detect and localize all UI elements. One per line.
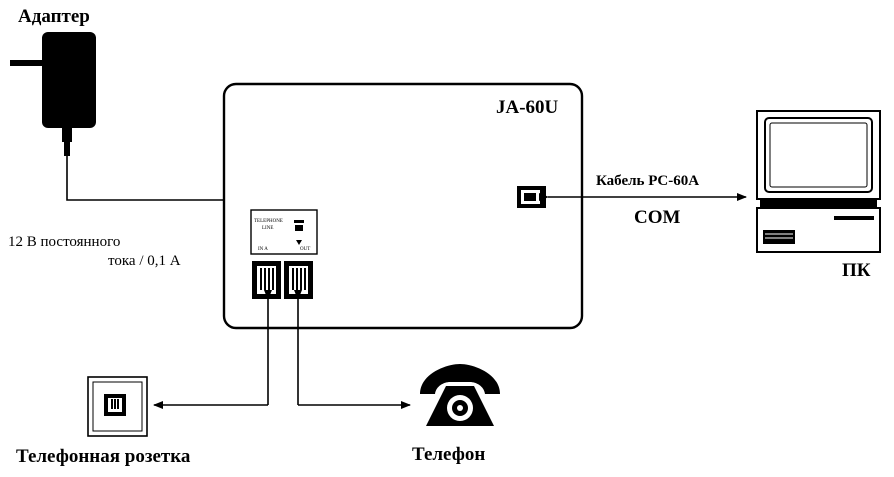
com-label: COM	[634, 207, 681, 228]
power-adapter-icon	[10, 32, 96, 156]
wall-socket-icon	[87, 376, 148, 437]
pc-system-unit-icon	[756, 207, 881, 253]
power-spec-line1: 12 В постоянного	[8, 234, 120, 250]
rj11-jack-line-in	[252, 261, 281, 299]
port-panel-in-label: IN A	[258, 247, 268, 252]
down-arrow-icon	[296, 240, 302, 245]
pc-monitor-icon	[756, 110, 881, 207]
port-panel-label-line2: LINE	[262, 226, 273, 231]
pc-label: ПК	[842, 260, 871, 281]
com-port	[517, 186, 546, 208]
port-panel: TELEPHONE LINE IN A OUT	[250, 209, 318, 255]
rj11-jack-phone-out	[284, 261, 313, 299]
device-ja60u	[222, 82, 584, 330]
adapter-label: Адаптер	[18, 6, 90, 27]
power-spec-line2: тока / 0,1 А	[108, 253, 181, 269]
telephone-icon	[420, 364, 500, 426]
wall-socket-label: Телефонная розетка	[16, 446, 191, 467]
port-panel-label-line1: TELEPHONE	[254, 219, 283, 224]
port-panel-out-label: OUT	[300, 247, 310, 252]
device-model-label: JA-60U	[496, 97, 559, 118]
cable-label: Кабель PC-60A	[596, 173, 699, 189]
power-cable	[66, 156, 224, 201]
telephone-label: Телефон	[412, 444, 485, 465]
phone-symbol-icon	[294, 220, 304, 231]
